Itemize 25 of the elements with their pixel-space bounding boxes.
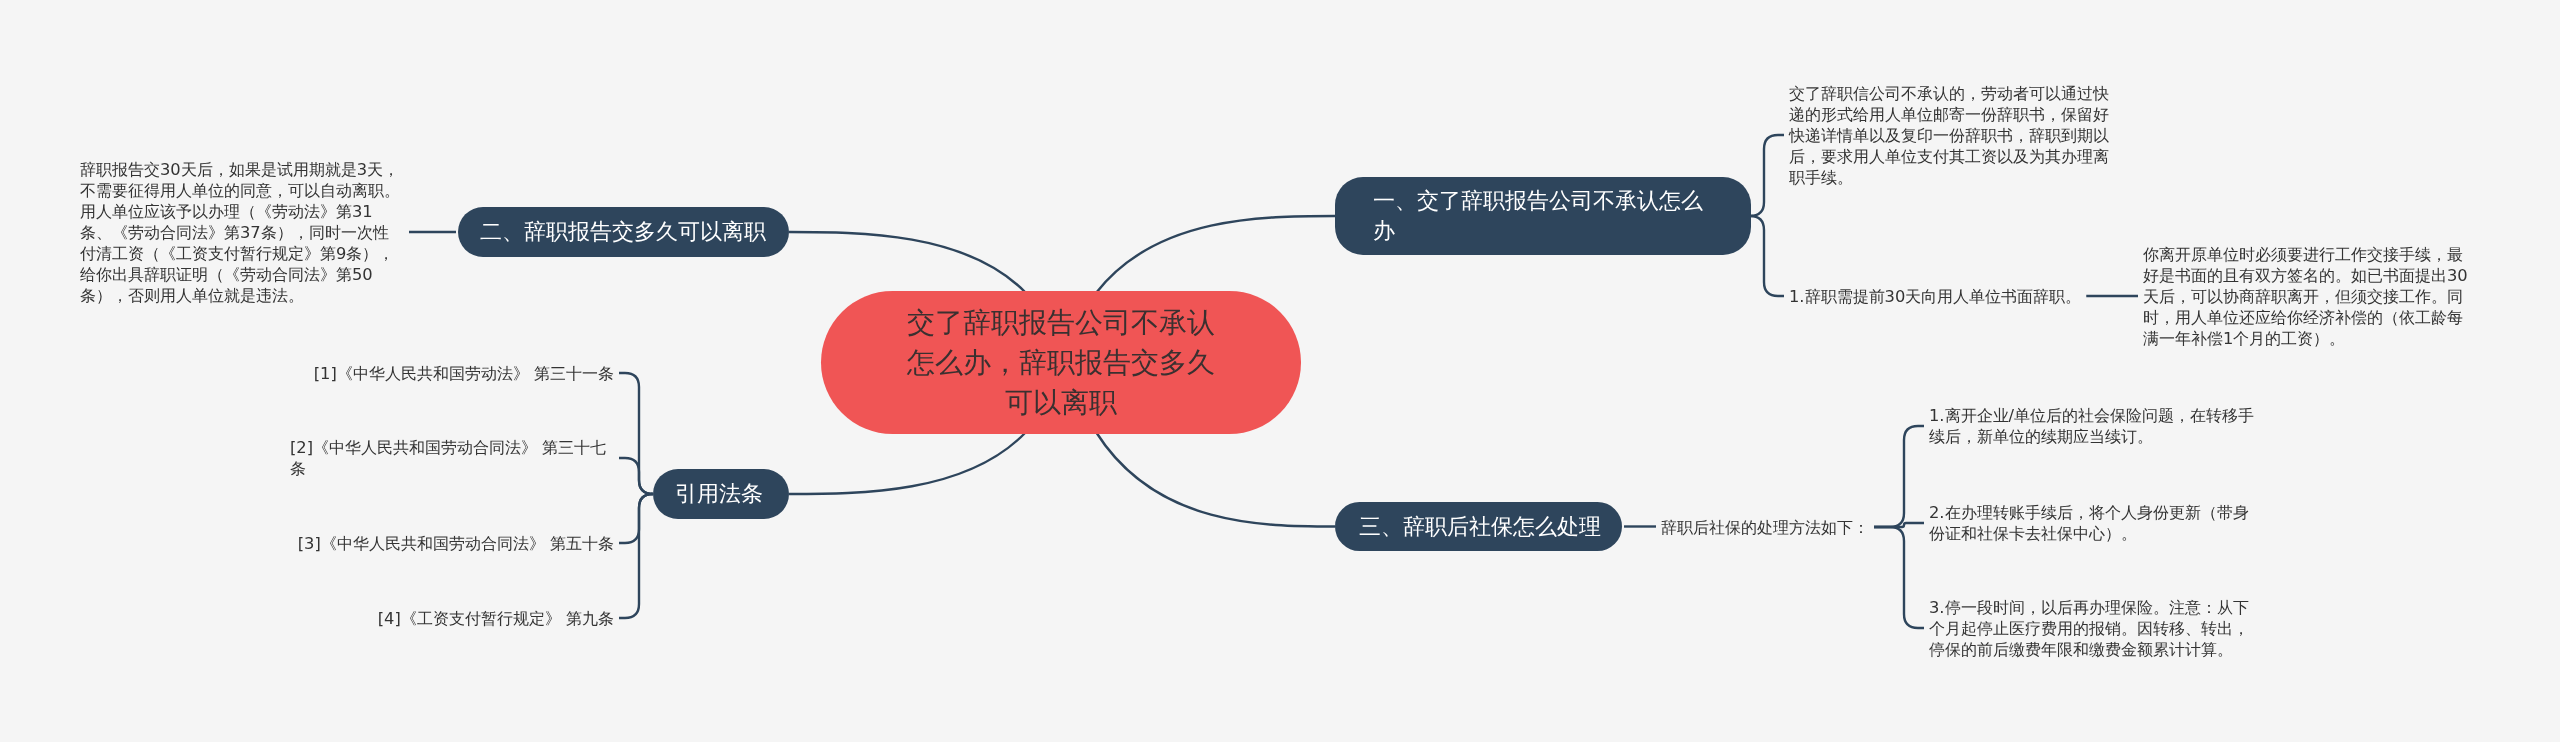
- reference-text: [3]《中华人民共和国劳动合同法》 第五十条: [294, 530, 617, 556]
- connector-line: [789, 230, 1027, 294]
- connector-line: [1095, 431, 1335, 528]
- connector-line: [2086, 294, 2138, 298]
- connector-line: [1095, 214, 1335, 294]
- note-text: 1.离开企业/单位后的社会保险问题，在转移手续后，新单位的续期应当续订。: [1926, 403, 2262, 449]
- branch-topic-box: 一、交了辞职报告公司不承认怎么办: [1335, 177, 1751, 255]
- branch-topic-box: 引用法条: [653, 469, 789, 519]
- note-text: 辞职后社保的处理方法如下：: [1658, 514, 1872, 540]
- reference-text: [2]《中华人民共和国劳动合同法》 第三十七条: [287, 435, 617, 481]
- branch-topic-box: 三、辞职后社保怎么处理: [1335, 502, 1622, 551]
- connector-line: [1624, 525, 1656, 528]
- connector-line: [619, 492, 655, 620]
- note-text: 2.在办理转账手续后，将个人身份更新（带身份证和社保卡去社保中心）。: [1926, 500, 2262, 546]
- branch-topic-box: 二、辞职报告交多久可以离职: [458, 207, 789, 257]
- note-text: 你离开原单位时必须要进行工作交接手续，最好是书面的且有双方签名的。如已书面提出30天后，可以协商辞职离开，但须交接工作。同时，用人单位还应给你经济补偿的（依工龄每满一年补偿1个月的工资）。: [2140, 241, 2476, 351]
- note-text: 交了辞职信公司不承认的，劳动者可以通过快递的形式给用人单位邮寄一份辞职书，保留好快递详情单以及复印一份辞职书，辞职到期以后，要求用人单位支付其工资以及为其办理离职手续。: [1786, 80, 2120, 190]
- note-text: 3.停一段时间，以后再办理保险。注意：从下个月起停止医疗费用的报销。因转移、转出，停保的前后缴费年限和缴费金额累计计算。: [1926, 594, 2262, 662]
- central-topic-box: 交了辞职报告公司不承认怎么办，辞职报告交多久可以离职: [821, 291, 1301, 434]
- connector-line: [789, 431, 1027, 496]
- connector-line: [409, 230, 456, 234]
- note-text: 辞职报告交30天后，如果是试用期就是3天，不需要征得用人单位的同意，可以自动离职。用人单位应该予以办理（《劳动法》第31条、《劳动合同法》第37条），同时一次性付清工资（《工资支付暂行规定》第9条），给你出具辞职证明（《劳动合同法》第50条），否则用人单位就是违法。: [77, 156, 407, 308]
- note-text: 1.辞职需提前30天向用人单位书面辞职。: [1786, 283, 2085, 309]
- reference-text: [4]《工资支付暂行规定》 第九条: [374, 605, 617, 631]
- reference-text: [1]《中华人民共和国劳动法》 第三十一条: [310, 360, 617, 386]
